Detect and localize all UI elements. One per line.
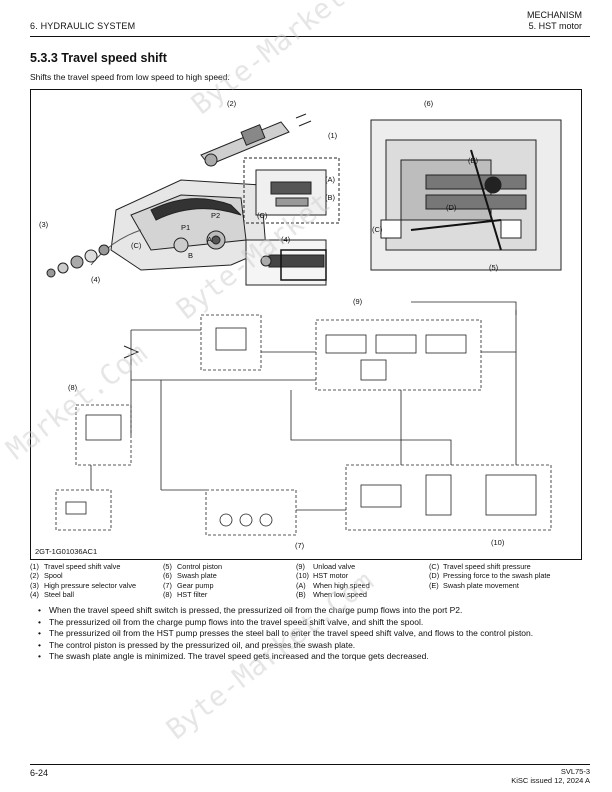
hydraulic-schematic <box>55 301 552 536</box>
legend-column-1: (1)Travel speed shift valve (2)Spool (3)… <box>30 562 160 599</box>
hydraulic-diagram: (2) (1) (6) (3) (4) (4) (5) (9) (8) (7) … <box>39 99 562 550</box>
section-header: MECHANISM 5. HST motor <box>527 10 582 32</box>
hst-motor-section <box>370 119 562 271</box>
operation-steps: When the travel speed shift switch is pr… <box>38 605 578 663</box>
callout-7: (7) <box>295 541 305 550</box>
legend-item: (C)Travel speed shift pressure <box>429 562 531 571</box>
port-A: A <box>207 235 212 244</box>
issue-info: KiSC issued 12, 2024 A <box>511 776 590 785</box>
legend-item: (1)Travel speed shift valve <box>30 562 121 571</box>
callout-D: (D) <box>446 203 457 212</box>
callout-1: (1) <box>328 131 338 140</box>
callout-C2: (C) <box>131 241 142 250</box>
legend-item: (9)Unload valve <box>296 562 356 571</box>
valve-block-illustration <box>90 179 267 271</box>
legend-item: (D)Pressing force to the swash plate <box>429 571 551 581</box>
callout-9: (9) <box>353 297 363 306</box>
spool-illustration <box>200 113 312 167</box>
legend-item: (7)Gear pump <box>163 580 214 590</box>
section-title: 5.3.3 Travel speed shift <box>30 51 167 65</box>
figure-code: 2GT-1G01036AC1 <box>35 547 98 556</box>
chapter-header: 6. HYDRAULIC SYSTEM <box>30 21 136 31</box>
callout-C1: (C) <box>257 211 268 220</box>
legend-item: (2)Spool <box>30 571 63 581</box>
callout-4a: (4) <box>91 275 101 284</box>
header-rule <box>30 36 590 37</box>
footer-info: SVL75-3 KiSC issued 12, 2024 A <box>511 767 590 785</box>
page-number: 6-24 <box>30 768 49 778</box>
callout-2: (2) <box>227 99 237 108</box>
callout-E: (E) <box>468 156 479 165</box>
callout-8: (8) <box>68 383 78 392</box>
selector-valve-parts <box>46 244 110 278</box>
legend-item: (A)When high speed <box>296 580 370 590</box>
legend-item: (B)When low speed <box>296 589 367 599</box>
legend-item: (10)HST motor <box>296 571 349 581</box>
section-name: MECHANISM <box>526 10 582 20</box>
legend-column-3: (9)Unload valve (10)HST motor (A)When hi… <box>296 562 426 599</box>
callout-6: (6) <box>424 99 434 108</box>
step-item: When the travel speed shift switch is pr… <box>38 605 578 617</box>
step-item: The pressurized oil from the charge pump… <box>38 617 578 629</box>
legend-item: (3)High pressure selector valve <box>30 580 137 590</box>
step-item: The control piston is pressed by the pre… <box>38 640 578 652</box>
legend-item: (E)Swash plate movement <box>429 580 519 590</box>
port-B: B <box>188 251 193 260</box>
callout-B: (B) <box>325 193 336 202</box>
section-subtitle: Shifts the travel speed from low speed t… <box>30 72 230 82</box>
callout-C3: (C) <box>372 225 383 234</box>
callout-3: (3) <box>39 220 49 229</box>
footer-rule <box>30 764 590 765</box>
legend-item: (8)HST filter <box>163 589 208 599</box>
callout-A: (A) <box>325 175 336 184</box>
legend-column-2: (5)Control piston (6)Swash plate (7)Gear… <box>163 562 293 599</box>
model-name: SVL75-3 <box>560 767 590 776</box>
hydraulic-figure: (2) (1) (6) (3) (4) (4) (5) (9) (8) (7) … <box>30 89 582 560</box>
step-item: The swash plate angle is minimized. The … <box>38 651 578 663</box>
legend-item: (6)Swash plate <box>163 571 217 581</box>
port-P1: P1 <box>181 223 190 232</box>
legend-column-4: (C)Travel speed shift pressure (D)Pressi… <box>429 562 582 590</box>
callout-4b: (4) <box>281 235 291 244</box>
callout-10: (10) <box>491 538 505 547</box>
legend-item: (4)Steel ball <box>30 589 75 599</box>
port-P2: P2 <box>211 211 220 220</box>
step-item: The pressurized oil from the HST pump pr… <box>38 628 578 640</box>
legend-item: (5)Control piston <box>163 562 223 571</box>
callout-5: (5) <box>489 263 499 272</box>
subsection-name: 5. HST motor <box>528 21 582 31</box>
